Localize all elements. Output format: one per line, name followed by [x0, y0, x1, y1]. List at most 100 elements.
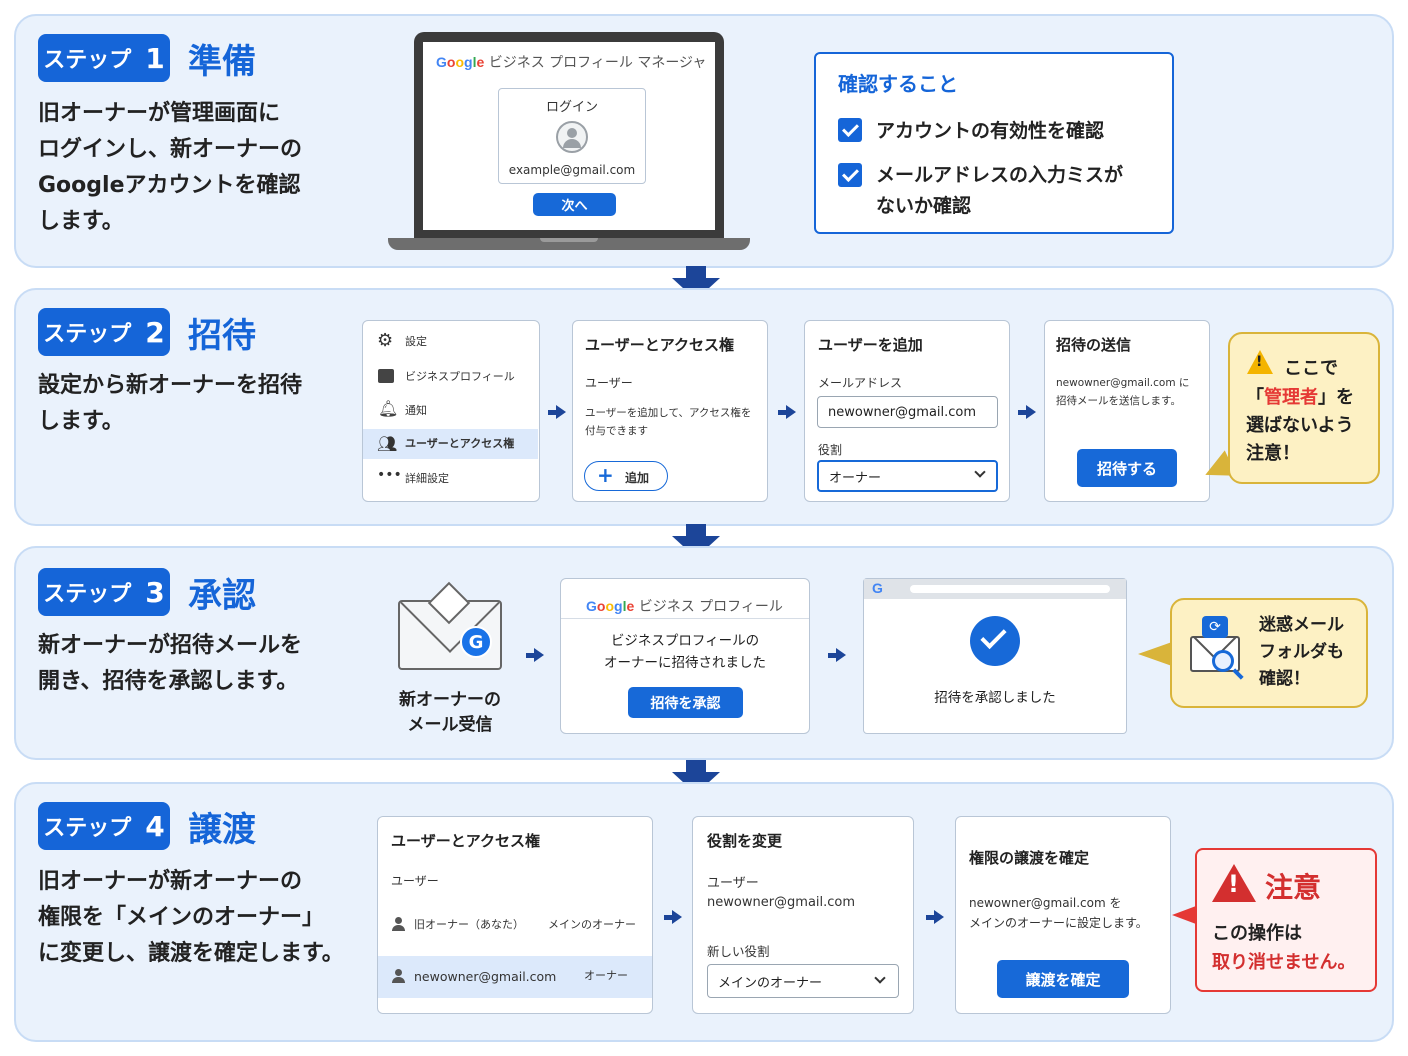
menu-item-label: 通知: [405, 404, 427, 417]
magnifier-icon: [1212, 650, 1234, 672]
checklist-item: アカウントの有効性を確認: [876, 120, 1105, 142]
right-arrow-icon: [548, 405, 566, 419]
address-bar: [910, 585, 1110, 593]
warning-bracket-open: 「: [1246, 387, 1264, 408]
role-label: 役割: [818, 443, 843, 457]
menu-item-settings[interactable]: ⚙ 設定: [363, 328, 539, 356]
checklist-item: メールアドレスの入力ミスが ないか確認: [876, 164, 1124, 217]
step-label: ステップ: [43, 322, 132, 347]
card-title: 権限の譲渡を確定: [969, 849, 1090, 867]
users-description: ユーザーを追加して、アクセス権を 付与できます: [585, 407, 752, 437]
user-label: ユーザー: [391, 874, 439, 888]
warning-emphasis: 管理者: [1264, 387, 1318, 408]
checkbox-checked-icon[interactable]: [838, 118, 862, 142]
menu-item-users-access[interactable]: 👥︎ ユーザーとアクセス権: [363, 429, 538, 459]
accepted-text: 招待を承認しました: [934, 690, 1056, 706]
right-arrow-icon: [526, 648, 544, 662]
checkbox-checked-icon[interactable]: [838, 163, 862, 187]
chevron-down-icon: [974, 466, 986, 478]
menu-item-business-profile[interactable]: ビジネスプロフィール: [363, 363, 539, 391]
google-logo: Google: [586, 598, 635, 614]
step4-title: 譲渡: [188, 810, 256, 850]
warning-line4: 注意！: [1246, 443, 1300, 464]
step-label: ステップ: [43, 582, 132, 607]
user-label: ユーザー: [585, 376, 633, 390]
login-label: ログイン: [545, 100, 598, 115]
next-button[interactable]: 次へ: [533, 193, 616, 216]
chevron-down-icon: [874, 972, 886, 984]
user-role: メインのオーナー: [548, 918, 636, 931]
user-label: ユーザー: [707, 876, 759, 891]
menu-item-advanced[interactable]: ••• 詳細設定: [363, 465, 539, 493]
app-name: ビジネス プロフィール: [638, 599, 783, 615]
menu-item-notifications[interactable]: 🔔︎ 通知: [363, 397, 539, 425]
accept-invite-button[interactable]: 招待を承認: [628, 687, 743, 718]
checklist-box: [814, 52, 1174, 234]
confirm-transfer-button[interactable]: 譲渡を確定: [997, 960, 1129, 998]
card-title: 役割を変更: [707, 832, 783, 850]
caution-line2: 取り消せません。: [1212, 952, 1356, 973]
right-arrow-icon: [828, 648, 846, 662]
step2-badge: ステップ 2: [38, 308, 170, 356]
send-description: newowner@gmail.com に 招待メールを送信します。: [1056, 377, 1190, 407]
user-name: newowner@gmail.com: [414, 969, 557, 984]
right-arrow-icon: [1018, 405, 1036, 419]
laptop-app-header: Google ビジネス プロフィール マネージャ: [436, 52, 706, 72]
caution-line1: この操作は: [1212, 923, 1302, 944]
warning-line2: 「管理者」を: [1246, 383, 1354, 409]
refresh-badge-icon: ⟳: [1202, 616, 1228, 638]
google-badge-icon: G: [460, 626, 492, 658]
card-title: ユーザーを追加: [818, 336, 923, 354]
step2-title: 招待: [188, 316, 256, 356]
spam-tip-text: 迷惑メール フォルダも 確認！: [1259, 615, 1344, 689]
caution-bubble-tail: [1172, 906, 1196, 924]
menu-item-label: ユーザーとアクセス権: [405, 437, 515, 450]
new-role-value: メインのオーナー: [718, 975, 823, 991]
step-label: ステップ: [43, 816, 132, 841]
warning-exclaim: !: [1256, 354, 1263, 370]
role-select[interactable]: オーナー: [817, 460, 998, 492]
step1-title: 準備: [188, 42, 256, 82]
new-role-select[interactable]: メインのオーナー: [707, 964, 899, 998]
role-select-value: オーナー: [829, 470, 882, 486]
step3-description: 新オーナーが招待メールを 開き、招待を承認します。: [38, 633, 303, 694]
right-arrow-icon: [664, 910, 682, 924]
table-row-selected[interactable]: newowner@gmail.com オーナー: [378, 956, 652, 998]
right-arrow-icon: [926, 910, 944, 924]
card-title: 招待の送信: [1056, 336, 1132, 354]
google-logo: Google: [436, 54, 485, 70]
step1-description: 旧オーナーが管理画面に ログインし、新オーナーの Googleアカウントを確認 …: [38, 101, 303, 234]
step3-badge: ステップ 3: [38, 568, 170, 616]
login-email: example@gmail.com: [508, 163, 636, 177]
warning-line3: 選ばないよう: [1246, 415, 1354, 436]
step-number: 4: [145, 809, 165, 843]
user-email: newowner@gmail.com: [707, 895, 856, 910]
storefront-icon: [378, 369, 394, 383]
table-row[interactable]: 旧オーナー（あなた） メインのオーナー: [378, 910, 652, 940]
confirm-description: newowner@gmail.com を メインのオーナーに設定します。: [969, 896, 1148, 930]
email-label: メールアドレス: [818, 376, 903, 390]
mail-caption: 新オーナーの メール受信: [399, 690, 501, 735]
menu-item-label: 詳細設定: [405, 472, 449, 485]
invite-card-header: [561, 579, 809, 619]
step-number: 3: [145, 575, 165, 609]
step1-badge: ステップ 1: [38, 34, 170, 82]
step-label: ステップ: [43, 48, 132, 73]
caution-triangle-icon: [1212, 864, 1256, 902]
warning-triangle-icon: [1247, 350, 1273, 374]
avatar-icon: [556, 121, 588, 153]
email-field[interactable]: newowner@gmail.com: [817, 396, 998, 428]
settings-menu-card: [362, 320, 540, 502]
step-number: 1: [145, 41, 165, 75]
step2-description: 設定から新オーナーを招待 します。: [38, 373, 303, 434]
laptop-base-notch: [540, 238, 598, 242]
card-title: ユーザーとアクセス権: [391, 832, 540, 850]
google-g-icon: G: [872, 580, 883, 596]
caution-exclaim: !: [1228, 870, 1239, 898]
user-role: オーナー: [584, 969, 628, 982]
caution-title: 注意: [1265, 871, 1322, 904]
invite-button[interactable]: 招待する: [1077, 449, 1177, 487]
step4-description: 旧オーナーが新オーナーの 権限を「メインのオーナー」 に変更し、譲渡を確定します…: [38, 869, 344, 966]
add-user-button[interactable]: + 追加: [584, 461, 668, 491]
step-number: 2: [145, 315, 165, 349]
